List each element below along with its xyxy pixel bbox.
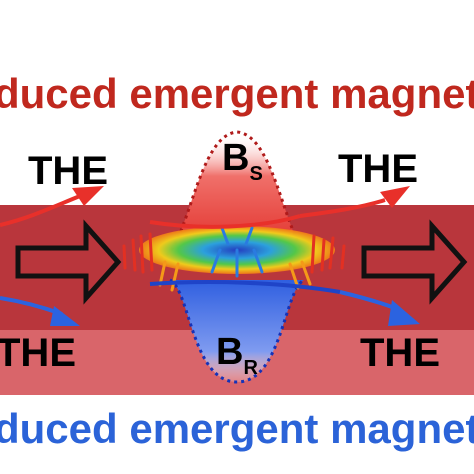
- field-label-bottom: BR: [216, 331, 258, 379]
- the-label-top-right: THE: [338, 147, 418, 191]
- field-label-top-main: B: [222, 137, 249, 179]
- emergent-field-lobe-bottom-outline: [169, 278, 305, 384]
- blue-arrowhead-right: [388, 300, 420, 326]
- bottom-caption: duced emergent magnet: [0, 405, 474, 452]
- the-label-bottom-right: THE: [360, 331, 440, 375]
- field-label-bottom-main: B: [216, 331, 243, 373]
- red-trajectory-right: [299, 198, 386, 218]
- red-arrowhead-left: [72, 186, 104, 206]
- red-arrowhead-right: [380, 186, 410, 208]
- spin-texture-skyrmion-icon: [122, 226, 346, 292]
- field-label-top: BS: [222, 137, 263, 185]
- top-caption: duced emergent magnet: [0, 70, 474, 117]
- red-trajectory-left: [0, 194, 81, 227]
- blue-trajectory-center: [149, 280, 341, 294]
- red-trajectory-center: [149, 214, 301, 229]
- the-label-top-left: THE: [28, 149, 108, 193]
- field-label-top-sub: S: [249, 163, 262, 185]
- field-label-bottom-sub: R: [243, 357, 258, 379]
- large-hollow-arrow-icon: [361, 219, 468, 305]
- the-label-bottom-left: THE: [0, 331, 76, 375]
- large-hollow-arrow-icon: [15, 219, 122, 305]
- blue-arrowhead-left: [50, 306, 80, 326]
